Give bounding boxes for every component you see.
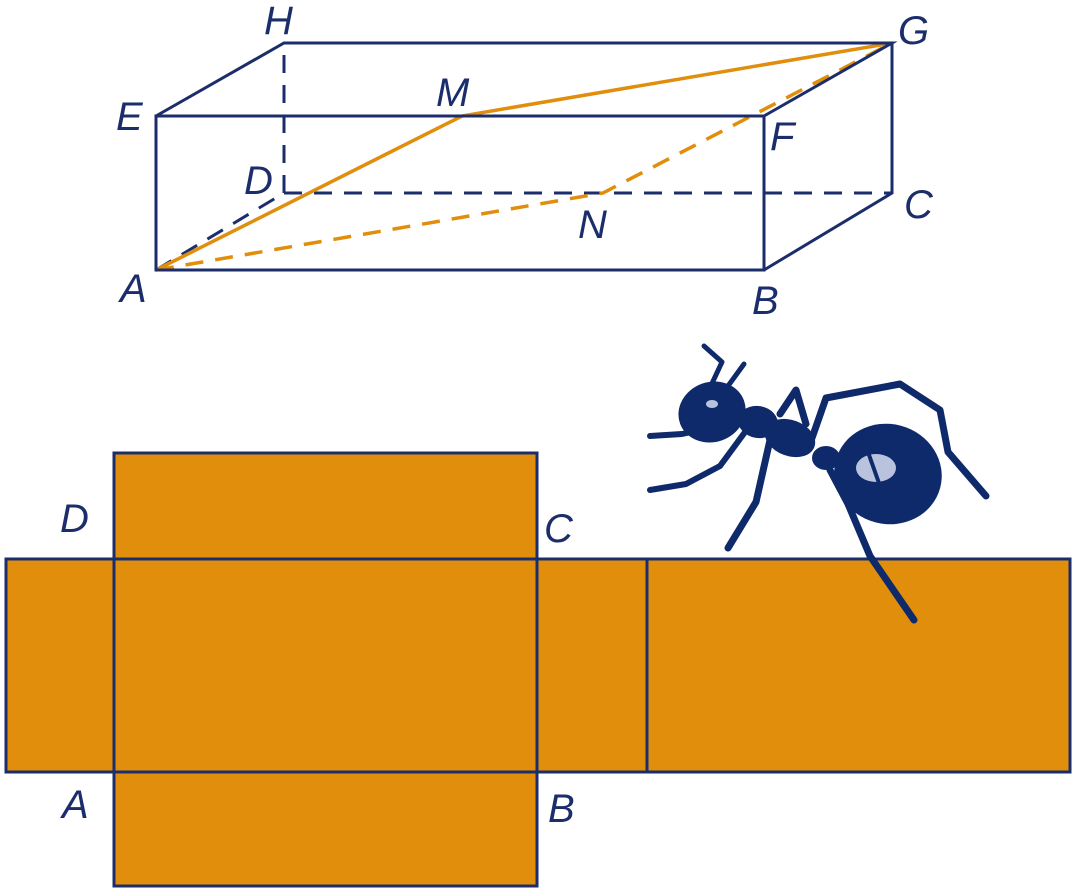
label-M: M bbox=[436, 71, 470, 115]
ant-icon bbox=[647, 343, 990, 624]
path-ANG bbox=[155, 41, 893, 272]
label-A: A bbox=[118, 267, 147, 311]
edge-AD-hidden bbox=[155, 191, 285, 272]
label-G: G bbox=[898, 9, 929, 53]
net-face-bottom-flap bbox=[112, 770, 539, 888]
net-label-D: D bbox=[60, 497, 89, 541]
label-H: H bbox=[264, 0, 293, 43]
ant-abdomen-highlight bbox=[856, 454, 896, 482]
ant-leg-mid-left bbox=[724, 436, 774, 552]
ant-leg-mid-right bbox=[776, 386, 810, 428]
net-face-center bbox=[112, 557, 539, 774]
label-E: E bbox=[116, 95, 144, 139]
net-face-right-wide bbox=[645, 557, 1072, 774]
net-face-left bbox=[4, 557, 116, 774]
label-C: C bbox=[904, 183, 934, 227]
net-label-C: C bbox=[544, 507, 574, 551]
edge-right-GCB bbox=[763, 43, 894, 272]
ant-abdomen-stripe bbox=[866, 451, 882, 487]
ant-petiole bbox=[812, 446, 840, 470]
net-face-top-flap bbox=[112, 451, 539, 561]
net-face-right-narrow bbox=[535, 557, 649, 774]
ant-leg-front-2 bbox=[647, 425, 751, 493]
ant-leg-back-1 bbox=[808, 380, 990, 500]
ant-thorax-2 bbox=[764, 418, 816, 458]
edge-top-EHGF bbox=[155, 41, 898, 118]
ant-antenna-right bbox=[725, 361, 747, 389]
front-face-ABFE bbox=[154, 114, 766, 272]
net-label-A: A bbox=[60, 783, 89, 827]
label-F: F bbox=[770, 115, 797, 159]
ant-eye bbox=[706, 400, 718, 408]
cuboid-net: D C A B bbox=[4, 451, 1072, 888]
net-label-B: B bbox=[548, 787, 575, 831]
cuboid-figure: H G E M F D C N A B bbox=[116, 0, 934, 323]
ant-head bbox=[678, 381, 746, 443]
label-B: B bbox=[752, 279, 779, 323]
label-D: D bbox=[244, 159, 273, 203]
label-N: N bbox=[578, 203, 607, 247]
